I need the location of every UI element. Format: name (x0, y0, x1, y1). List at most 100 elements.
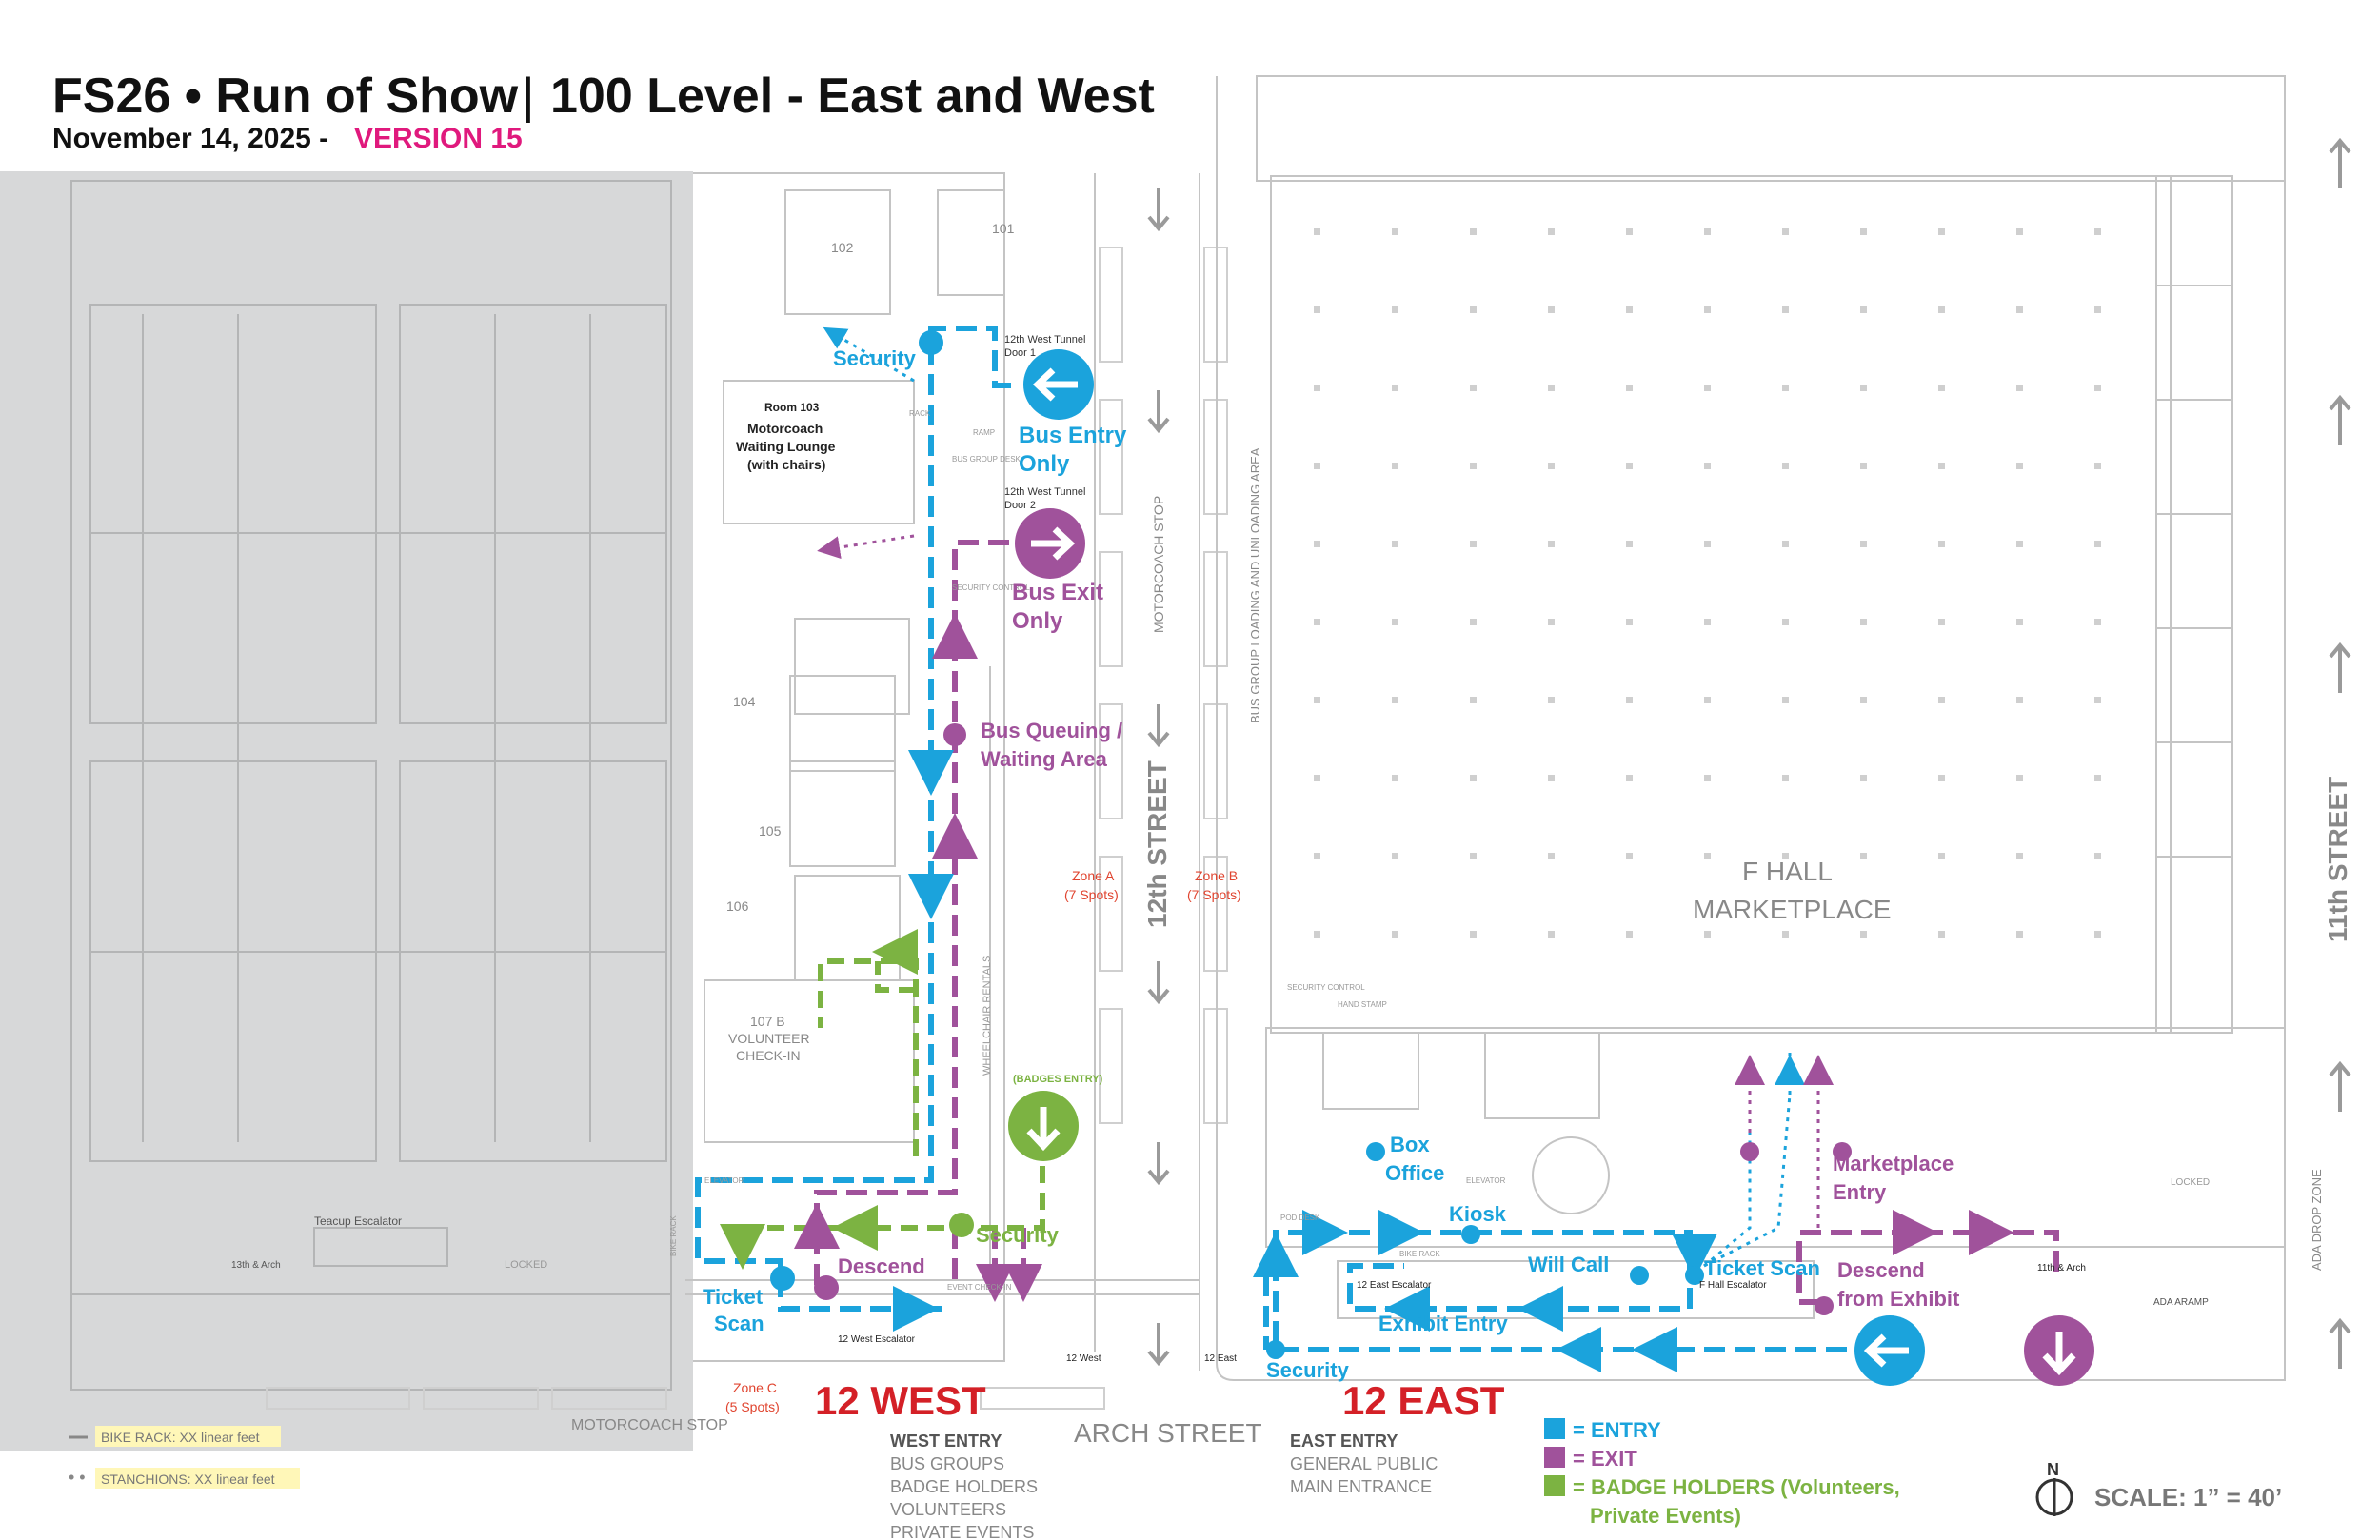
eleventh-arch-label: 11th & Arch (2037, 1263, 2086, 1273)
column-marker (1782, 463, 1789, 469)
column-marker (1392, 306, 1398, 313)
column-marker (1392, 228, 1398, 235)
ramp-label: RAMP (973, 428, 995, 437)
column-marker (1704, 775, 1711, 781)
east-entry-path (1263, 1230, 1847, 1352)
twelfth-street-label: 12th STREET (1142, 760, 1172, 928)
column-marker (1860, 775, 1867, 781)
column-marker (1860, 306, 1867, 313)
column-marker (2094, 853, 2101, 859)
header-date: November 14, 2025 - (52, 123, 328, 154)
rack-label: RACK (909, 409, 931, 418)
label-descend: Descend (838, 1254, 925, 1278)
column-marker (2016, 853, 2023, 859)
north-arrow-icon (2035, 1478, 2073, 1516)
eleventh-street-label: 11th STREET (2323, 777, 2352, 942)
column-marker (1782, 853, 1789, 859)
bike-rack-west-label: BIKE RACK (669, 1215, 678, 1256)
west-markers (770, 330, 1094, 1300)
label-ticket-scan-west-2: Scan (714, 1312, 764, 1335)
column-marker (1392, 619, 1398, 625)
descend-west-dot (814, 1275, 839, 1300)
header-version: VERSION 15 (354, 123, 523, 154)
column-marker (1704, 853, 1711, 859)
column-marker (1548, 385, 1555, 391)
column-marker (1548, 931, 1555, 938)
label-bus-entry: Bus Entry (1019, 423, 1127, 448)
legend-entry-swatch (1544, 1418, 1565, 1439)
west-building-plan (685, 172, 1200, 1371)
column-marker (1704, 931, 1711, 938)
column-marker (1314, 619, 1320, 625)
column-marker (1626, 853, 1633, 859)
north-label: N (2047, 1460, 2059, 1479)
label-ticket-scan-east: Ticket Scan (1704, 1256, 1820, 1280)
twelve-west-title: 12 WEST (815, 1378, 986, 1423)
zone-a-name: Zone A (1072, 868, 1115, 883)
loading-area-label: BUS GROUP LOADING AND UNLOADING AREA (1248, 447, 1262, 723)
thirteenth-arch-label: 13th & Arch (231, 1260, 281, 1271)
column-marker (1782, 306, 1789, 313)
column-marker (2016, 931, 2023, 938)
column-marker (2094, 541, 2101, 547)
west-entry-list-item: WEST ENTRY (890, 1431, 1002, 1451)
west-entry-path (695, 326, 1011, 1312)
column-marker (1626, 541, 1633, 547)
column-marker (2016, 775, 2023, 781)
column-marker (1782, 775, 1789, 781)
arch-street-label: ARCH STREET (1074, 1418, 1262, 1448)
column-marker (1470, 697, 1477, 703)
column-marker (1470, 931, 1477, 938)
label-ticket-scan-west-1: Ticket (703, 1285, 764, 1309)
twelve-east-title: 12 EAST (1342, 1378, 1505, 1423)
column-marker (1704, 697, 1711, 703)
column-marker (1392, 853, 1398, 859)
column-marker (1860, 853, 1867, 859)
east-arrows (1253, 1055, 2014, 1372)
column-marker (1626, 228, 1633, 235)
fhall-line2: MARKETPLACE (1693, 895, 1892, 924)
east-entry-list-item: EAST ENTRY (1290, 1431, 1398, 1451)
tunnel-2-label: 12th West Tunnel (1004, 486, 1085, 498)
bus-group-desk-label: BUS GROUP DESK (952, 455, 1021, 464)
room-107b: 107 B (750, 1014, 785, 1029)
west-entry-list-item: PRIVATE EVENTS (890, 1523, 1034, 1540)
queuing-dot (943, 723, 966, 746)
fhall-line1: F HALL (1742, 857, 1833, 886)
column-marker (1314, 775, 1320, 781)
fhall-column-grid (1314, 228, 2101, 938)
label-kiosk: Kiosk (1449, 1202, 1507, 1226)
label-security-east: Security (1266, 1358, 1350, 1382)
elevator-west-label: ELEVATOR (704, 1176, 744, 1185)
label-queuing-1: Bus Queuing / (981, 719, 1122, 742)
zone-b-name: Zone B (1195, 868, 1238, 883)
label-queuing-2: Waiting Area (981, 747, 1108, 771)
column-marker (1938, 306, 1945, 313)
lounge-line3: (with chairs) (747, 457, 825, 472)
column-marker (1860, 541, 1867, 547)
zone-b-spots: (7 Spots) (1187, 887, 1241, 902)
security-control-east-label: SECURITY CONTROL (1287, 983, 1365, 992)
bike-rack-east-label: BIKE RACK (1399, 1250, 1440, 1258)
traffic-arrows (1147, 137, 2351, 1369)
label-marketplace-2: Entry (1833, 1180, 1887, 1204)
column-marker (2016, 385, 2023, 391)
column-marker (1938, 228, 1945, 235)
east-entry-list-item: GENERAL PUBLIC (1290, 1454, 1438, 1473)
pod-desk-label: POD DESK (1280, 1214, 1320, 1222)
column-marker (1860, 463, 1867, 469)
column-marker (1470, 541, 1477, 547)
label-bus-exit: Bus Exit (1012, 580, 1103, 605)
tunnel-1-label: 12th West Tunnel (1004, 334, 1085, 346)
map-text: FS26 • Run of Show | 100 Level - East an… (52, 69, 2352, 1540)
column-marker (2094, 306, 2101, 313)
legend-badge-1: = BADGE HOLDERS (Volunteers, (1573, 1475, 1900, 1499)
column-marker (1392, 385, 1398, 391)
column-marker (2094, 697, 2101, 703)
column-marker (2094, 385, 2101, 391)
column-marker (1626, 463, 1633, 469)
column-marker (1470, 306, 1477, 313)
label-bus-entry-2: Only (1019, 451, 1070, 477)
column-marker (2094, 228, 2101, 235)
